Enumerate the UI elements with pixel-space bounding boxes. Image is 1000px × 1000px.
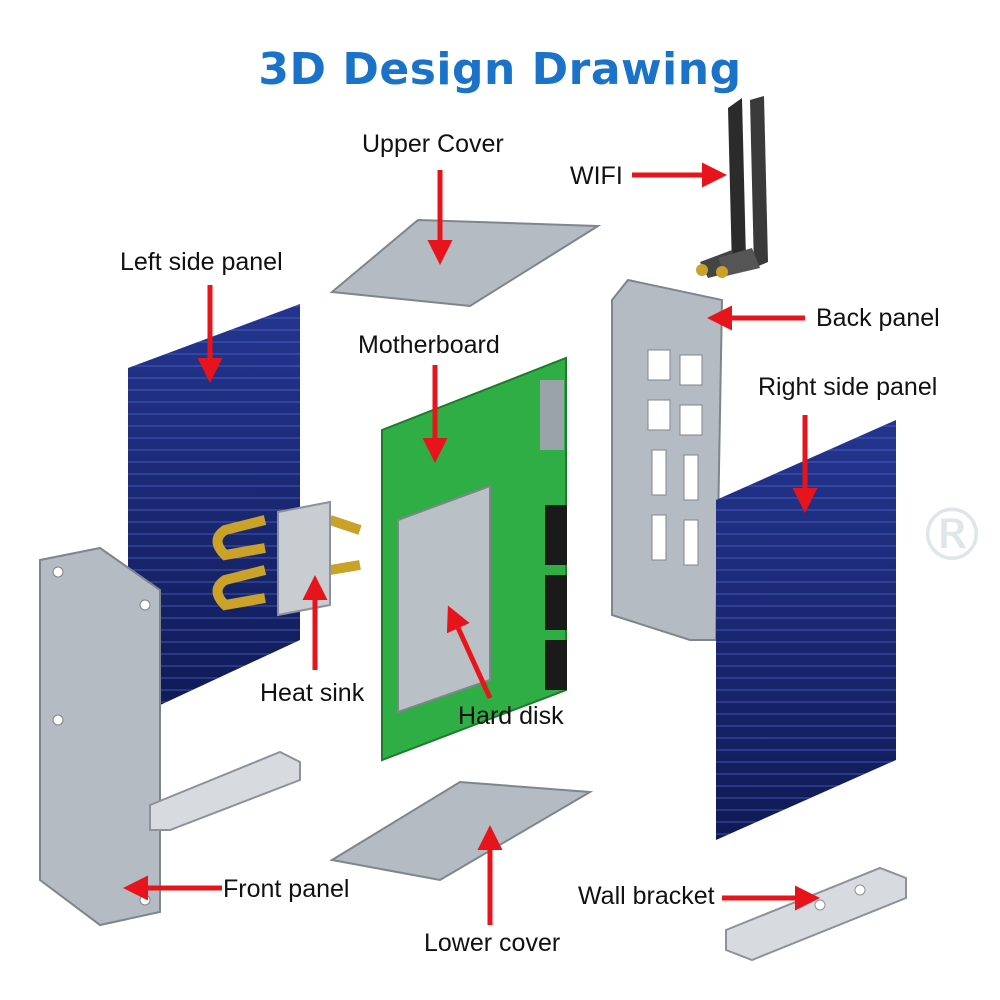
label-right-side-panel: Right side panel <box>758 373 938 401</box>
front-panel <box>39 546 161 927</box>
label-wifi: WIFI <box>570 162 623 190</box>
page-title: 3D Design Drawing <box>258 44 742 95</box>
registered-watermark: ® <box>916 493 988 577</box>
label-hard-disk: Hard disk <box>458 702 564 730</box>
arrow-hard-disk <box>446 605 493 700</box>
label-front-panel: Front panel <box>223 875 350 903</box>
label-back-panel: Back panel <box>816 304 940 332</box>
wall-bracket-right <box>725 866 907 962</box>
left-side-panel <box>128 304 300 720</box>
lower-cover-plate <box>329 780 594 882</box>
callout-arrows <box>123 162 820 925</box>
label-lower-cover: Lower cover <box>424 929 561 957</box>
wall-bracket-left <box>149 750 301 831</box>
label-wall-bracket: Wall bracket <box>578 882 715 910</box>
label-motherboard: Motherboard <box>358 331 500 359</box>
label-upper-cover: Upper Cover <box>362 130 504 158</box>
upper-cover-plate <box>329 218 602 308</box>
label-left-side-panel: Left side panel <box>120 248 283 276</box>
wifi-antennas <box>696 96 768 278</box>
back-panel <box>611 278 724 641</box>
label-heat-sink: Heat sink <box>260 679 365 707</box>
right-side-panel <box>716 420 896 840</box>
hard-disk <box>397 484 491 714</box>
